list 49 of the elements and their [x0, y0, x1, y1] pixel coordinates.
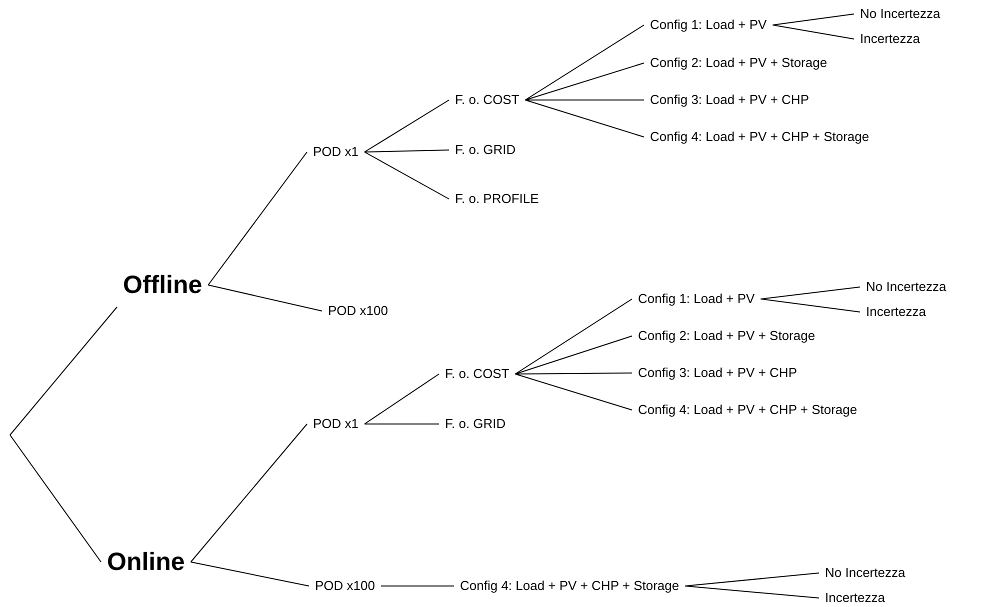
connector-line [524, 24, 644, 100]
node-label: Incertezza [854, 31, 926, 47]
node-label: Online [101, 547, 191, 577]
connector-line [208, 152, 308, 286]
connector-line [772, 24, 854, 40]
node-label: No Incertezza [819, 565, 912, 581]
node-label: F. o. GRID [449, 142, 522, 158]
node-label: POD x100 [309, 578, 381, 594]
node-label: Incertezza [860, 304, 932, 320]
connector-line [190, 562, 310, 586]
node-label: Config 2: Load + PV + Storage [644, 55, 834, 71]
node-label: Config 2: Load + PV + Storage [632, 328, 822, 344]
node-label: Offline [117, 270, 208, 300]
connector-line [524, 62, 644, 100]
node-label: Config 4: Load + PV + CHP + Storage [644, 129, 876, 145]
node-label: F. o. COST [439, 366, 516, 382]
connector-line [514, 336, 632, 374]
connector-line [760, 286, 860, 300]
node-label: F. o. COST [449, 92, 526, 108]
node-label: F. o. GRID [439, 416, 512, 432]
node-label: F. o. PROFILE [449, 191, 545, 207]
node-label: Config 1: Load + PV [632, 291, 761, 307]
connector-line [364, 374, 440, 424]
connector-line [10, 434, 102, 562]
node-label: POD x1 [307, 144, 365, 160]
connector-line [208, 284, 322, 312]
node-label: Config 4: Load + PV + CHP + Storage [632, 402, 864, 418]
connector-line [684, 572, 820, 586]
connector-line [514, 374, 632, 410]
node-label: Config 1: Load + PV [644, 17, 773, 33]
connector-line [364, 150, 450, 152]
connector-line [364, 152, 450, 200]
node-label: Incertezza [819, 590, 891, 606]
connector-line [772, 14, 854, 26]
connector-line [514, 298, 632, 374]
connector-line [684, 586, 820, 598]
node-label: Config 3: Load + PV + CHP [632, 365, 803, 381]
node-label: Config 3: Load + PV + CHP [644, 92, 815, 108]
connector-line [760, 298, 860, 312]
node-label: No Incertezza [854, 6, 946, 22]
node-label: Config 4: Load + PV + CHP + Storage [454, 578, 686, 594]
connector-line [190, 424, 308, 562]
connector-line [514, 372, 632, 374]
node-label: No Incertezza [860, 279, 952, 295]
node-label: POD x1 [307, 416, 365, 432]
connector-line [10, 306, 118, 436]
node-label: POD x100 [322, 303, 394, 319]
connector-line [524, 100, 644, 138]
connector-line [364, 100, 450, 152]
